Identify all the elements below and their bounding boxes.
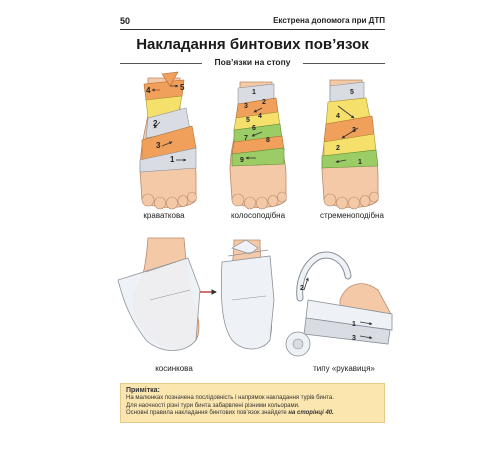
spica-number: 8: [266, 137, 270, 144]
cravat-number: 5: [180, 83, 185, 92]
cravat-number: 2: [153, 119, 158, 128]
stirrup-number: 1: [358, 159, 362, 166]
caption-stirrup: стременоподібна: [320, 211, 384, 220]
foot-cravat-illustration: [139, 71, 197, 210]
note-box: Примітка: На малюнках позначена послідов…: [120, 383, 385, 423]
foot-cravat-toes: [141, 191, 197, 210]
spica-number: 5: [246, 117, 250, 124]
caption-cravat: краваткова: [143, 211, 185, 220]
caption-spica: колосоподібна: [230, 211, 286, 220]
page-title: Накладання бинтових пов’язок: [136, 36, 369, 53]
stirrup-number: 5: [350, 89, 354, 96]
subtitle-rule-right: [303, 63, 385, 64]
note-title: Примітка:: [126, 387, 160, 394]
caption-kerchief: косинкова: [155, 364, 193, 373]
subtitle: Пов’язки на стопу: [214, 57, 291, 67]
mitten-numbers: 1 2 3: [300, 285, 356, 342]
foot-stirrup-illustration: [321, 79, 379, 210]
stirrup-number: 3: [352, 127, 356, 134]
spica-number: 2: [262, 99, 266, 106]
mitten-illustration: [285, 251, 393, 357]
cravat-number: 4: [146, 86, 151, 95]
subtitle-rule-left: [120, 63, 202, 64]
spica-number: 4: [258, 113, 262, 120]
foot-spica-numbers: 1 2 3 4 5 6 7 8 9: [240, 89, 270, 164]
mitten-number: 2: [300, 285, 304, 292]
mitten-number: 1: [352, 321, 356, 328]
spica-number: 1: [252, 89, 256, 96]
running-header: 50 Екстрена допомога при ДТП: [120, 15, 385, 30]
note-line-text: Основні правила накладання бинтових пов’…: [126, 410, 287, 417]
spica-number: 6: [252, 125, 256, 132]
note-line: На малюнках позначена послідовність і на…: [126, 395, 334, 401]
kerchief-step-2: [220, 239, 275, 350]
mitten-number: 3: [352, 335, 356, 342]
cravat-number: 3: [156, 141, 161, 150]
section-title: Екстрена допомога при ДТП: [273, 16, 385, 25]
spica-number: 7: [244, 135, 248, 142]
spica-number: 9: [240, 157, 244, 164]
foot-spica-toes: [231, 191, 287, 210]
foot-stirrup-toes: [323, 191, 379, 210]
foot-stirrup-numbers: 1 2 3 4 5: [336, 89, 362, 166]
foot-cravat-numbers: 1 2 3 4 5: [146, 83, 185, 164]
note-line: Для наочності різні тури бинта забарвлен…: [126, 402, 300, 409]
cravat-number: 1: [170, 155, 175, 164]
caption-mitten: типу «рукавиця»: [313, 364, 375, 373]
note-page-reference: на сторінці 40.: [288, 410, 334, 417]
kerchief-step-1: [117, 237, 201, 351]
note-line: Основні правила накладання бинтових пов’…: [126, 410, 379, 418]
subtitle-bar: Пов’язки на стопу: [120, 57, 385, 68]
page-number: 50: [120, 16, 131, 26]
stirrup-number: 4: [336, 113, 340, 120]
foot-spica-illustration: [229, 81, 287, 210]
stirrup-number: 2: [336, 145, 340, 152]
spica-number: 3: [244, 103, 248, 110]
